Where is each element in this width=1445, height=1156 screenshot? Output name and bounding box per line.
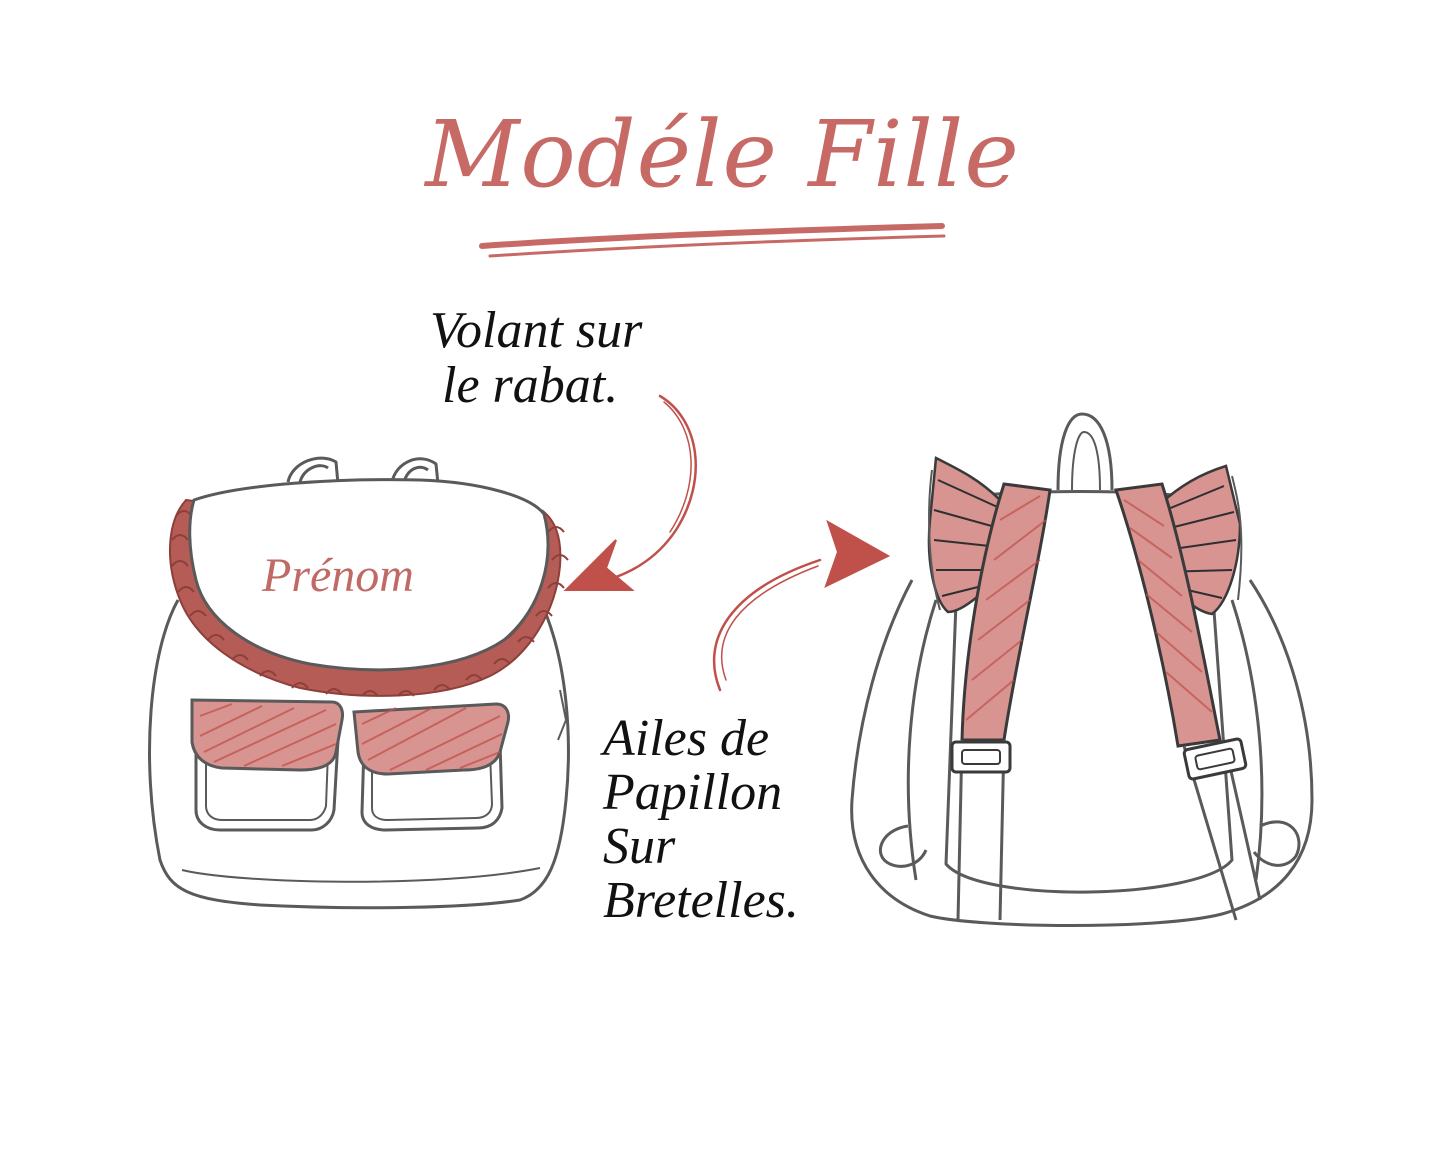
- arrow-to-wings: [712, 519, 891, 692]
- straps-note-line-3: Sur: [603, 818, 676, 875]
- name-placeholder-label: Prénom: [262, 549, 414, 602]
- straps-note-line-4: Bretelles.: [603, 872, 799, 929]
- flap-note-line-1: Volant sur: [430, 302, 643, 359]
- straps-note-line-2: Papillon: [603, 764, 783, 821]
- right-shoulder-strap: [1113, 482, 1262, 921]
- front-flap: [188, 478, 550, 672]
- title-underline: [479, 223, 946, 258]
- flap-ruffle-note: Volant sur le rabat.: [430, 302, 643, 414]
- back-backpack-illustration: [850, 412, 1314, 927]
- straps-note-line-1: Ailes de: [603, 710, 770, 767]
- left-strap-buckle: [950, 740, 1012, 774]
- straps-wings-note: Ailes de Papillon Sur Bretelles.: [603, 712, 799, 928]
- left-shoulder-strap: [950, 482, 1052, 921]
- flap-note-line-2: le rabat.: [442, 356, 619, 414]
- page-title: Modéle Fille: [425, 101, 1020, 208]
- pocket-scribble: [199, 703, 503, 771]
- front-pockets: [190, 698, 510, 832]
- arrow-to-flap: [563, 394, 697, 591]
